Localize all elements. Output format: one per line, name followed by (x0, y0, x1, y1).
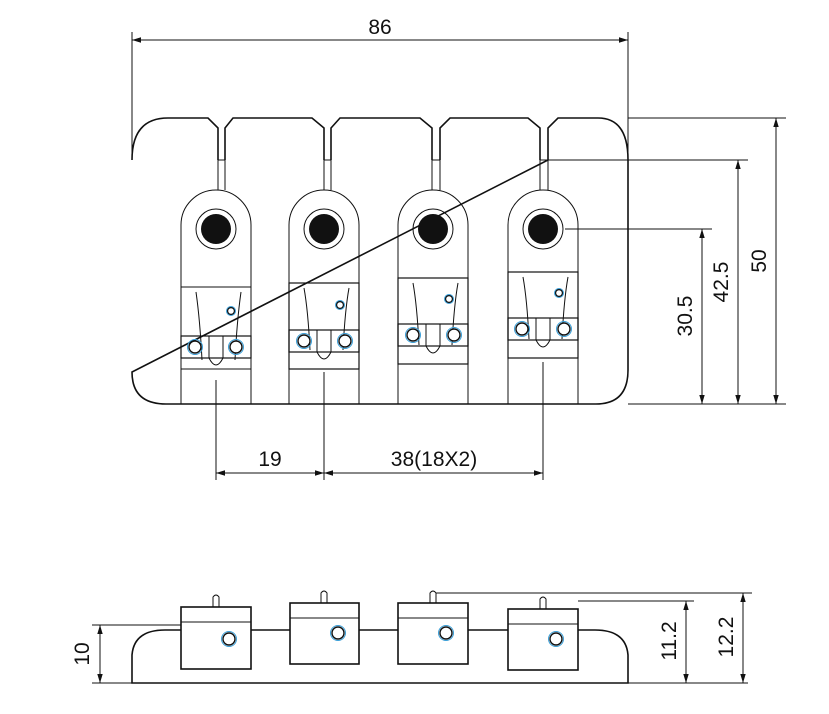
screw-icon (229, 340, 243, 354)
string-hole-icon (528, 214, 558, 244)
screw-icon (331, 626, 345, 640)
saddle-2 (288, 189, 360, 404)
string-hole-icon (418, 214, 448, 244)
screw-icon (222, 632, 236, 646)
string-hole-icon (309, 214, 339, 244)
side-view: 10 11.2 12.2 (71, 590, 752, 684)
dimension-label: 19 (258, 448, 281, 471)
string-hole-icon (201, 214, 231, 244)
dimension-saddle-spacing: 19 38(18X2) (215, 362, 544, 480)
screw-icon (447, 328, 461, 342)
side-saddle-4 (507, 596, 579, 671)
screw-icon (338, 334, 352, 348)
screw-icon (549, 632, 563, 646)
dimension-label: 12.2 (715, 617, 738, 658)
screw-icon (297, 334, 311, 348)
screw-icon (515, 322, 529, 336)
screw-icon (439, 626, 453, 640)
dimension-label: 50 (748, 249, 771, 272)
side-saddle-3 (397, 590, 469, 665)
dimension-label: 86 (368, 16, 391, 39)
side-saddle-1 (180, 594, 252, 670)
dimension-label: 11.2 (658, 621, 681, 660)
dimension-label: 38(18X2) (391, 448, 477, 471)
dimension-label: 42.5 (710, 262, 733, 303)
dimension-label: 10 (71, 642, 94, 665)
saddle-3 (397, 189, 469, 404)
side-saddle-2 (289, 590, 360, 665)
dimension-label: 30.5 (674, 296, 697, 337)
string-slots (217, 128, 549, 190)
screw-icon (406, 328, 420, 342)
saddle-1 (180, 189, 252, 404)
base-plate-outline (131, 117, 629, 405)
saddle-4 (507, 189, 579, 404)
top-view: 86 19 38(18X2) 30.5 42.5 50 (131, 16, 786, 480)
dimension-overall-width: 86 (131, 16, 629, 160)
base-side-outline (131, 629, 629, 684)
screw-icon (188, 340, 202, 354)
dimension-depths: 30.5 42.5 50 (548, 117, 786, 405)
screw-icon (557, 322, 571, 336)
dimension-side-heights: 10 11.2 12.2 (71, 592, 752, 684)
